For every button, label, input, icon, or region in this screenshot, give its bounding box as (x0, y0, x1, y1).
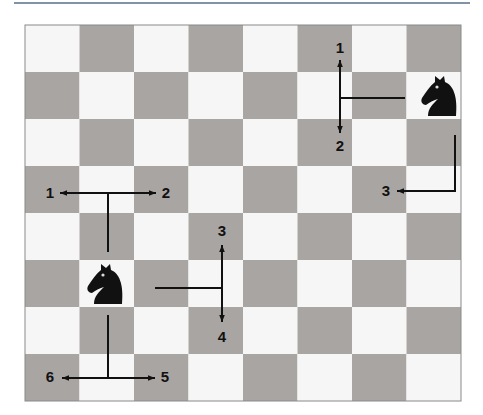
board-square (352, 354, 407, 401)
board-square (134, 25, 189, 72)
board-square (352, 119, 407, 166)
board-square (80, 25, 135, 72)
board-square (243, 260, 298, 307)
callout-number: 1 (336, 40, 344, 56)
board-square (189, 166, 244, 213)
board-square (352, 166, 407, 213)
board-square (243, 213, 298, 260)
board-square (25, 307, 80, 354)
top-rule (14, 2, 470, 4)
knight-piece (87, 264, 122, 304)
board-square (80, 72, 135, 119)
board-square (407, 25, 462, 72)
board-square (189, 119, 244, 166)
board-square (243, 72, 298, 119)
board-square (189, 260, 244, 307)
board-square (189, 307, 244, 354)
board-square (134, 307, 189, 354)
board-square (243, 119, 298, 166)
board-square (189, 72, 244, 119)
board-square (298, 213, 353, 260)
move-arrows (60, 60, 455, 378)
board-square (189, 25, 244, 72)
board-square (25, 213, 80, 260)
board-square (134, 166, 189, 213)
chess-board (25, 25, 461, 401)
board-square (407, 213, 462, 260)
board-square (25, 260, 80, 307)
board-square (407, 307, 462, 354)
board-square (298, 72, 353, 119)
board-square (80, 260, 135, 307)
callout-number: 2 (336, 138, 344, 154)
board-square (298, 119, 353, 166)
board-square (25, 25, 80, 72)
callout-number: 6 (46, 369, 54, 385)
board-square (407, 260, 462, 307)
board-square (189, 354, 244, 401)
board-square (243, 166, 298, 213)
board-border (25, 25, 461, 401)
board-square (80, 213, 135, 260)
board-square (25, 72, 80, 119)
callout-number: 1 (46, 185, 54, 201)
board-square (80, 307, 135, 354)
board-square (352, 213, 407, 260)
board-square (298, 307, 353, 354)
board-square (243, 307, 298, 354)
board-square (80, 166, 135, 213)
board-square (407, 354, 462, 401)
board-square (134, 119, 189, 166)
board-square (407, 72, 462, 119)
board-square (298, 260, 353, 307)
board-square (134, 260, 189, 307)
board-square (298, 166, 353, 213)
knight-piece (421, 76, 456, 116)
board-square (352, 260, 407, 307)
board-square (25, 119, 80, 166)
board-square (352, 25, 407, 72)
board-square (243, 25, 298, 72)
board-square (189, 213, 244, 260)
callout-number: 3 (382, 183, 390, 199)
board-square (134, 213, 189, 260)
callout-number: 4 (218, 329, 226, 345)
board-square (243, 354, 298, 401)
board-square (298, 25, 353, 72)
board-square (407, 166, 462, 213)
board-square (407, 119, 462, 166)
callout-number: 2 (162, 185, 170, 201)
board-square (298, 354, 353, 401)
board-square (352, 307, 407, 354)
callout-number: 3 (218, 223, 226, 239)
board-square (134, 72, 189, 119)
board-square (80, 119, 135, 166)
board-square (352, 72, 407, 119)
board-square (25, 166, 80, 213)
callout-number: 5 (161, 369, 169, 385)
